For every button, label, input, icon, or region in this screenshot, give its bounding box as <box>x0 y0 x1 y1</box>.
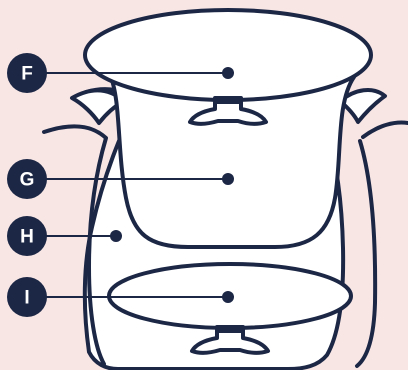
leader-dots <box>110 67 234 303</box>
right-upper-handle <box>338 88 387 124</box>
dot-h <box>110 230 122 242</box>
label-h-text: H <box>20 227 34 248</box>
label-g: G <box>7 159 47 199</box>
dot-i <box>222 291 234 303</box>
label-f-text: F <box>21 64 33 85</box>
dot-f <box>222 67 234 79</box>
leader-lines <box>36 72 229 298</box>
dot-g <box>222 173 234 185</box>
label-g-text: G <box>20 170 35 191</box>
label-h: H <box>7 216 47 256</box>
label-f: F <box>7 53 47 93</box>
top-lid <box>83 8 373 126</box>
label-i: I <box>7 277 47 317</box>
left-upper-handle <box>70 88 126 125</box>
inner-pot <box>108 73 356 249</box>
label-i-text: I <box>24 288 29 309</box>
